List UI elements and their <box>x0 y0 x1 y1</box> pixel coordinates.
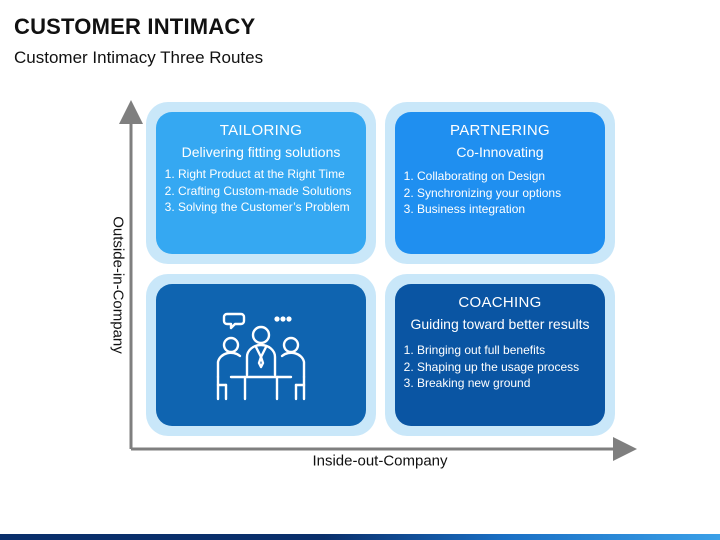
tailoring-card: TAILORING Delivering fitting solutions R… <box>156 112 366 254</box>
list-item: Solving the Customer’s Problem <box>178 199 366 216</box>
partnering-subtitle: Co-Innovating <box>456 144 544 160</box>
coaching-list: Bringing out full benefits Shaping up th… <box>395 342 605 392</box>
slide-title: CUSTOMER INTIMACY <box>14 14 256 39</box>
tailoring-title: TAILORING <box>219 122 303 139</box>
list-item: Breaking new ground <box>417 375 605 392</box>
meeting-card <box>156 284 366 426</box>
tailoring-list: Right Product at the Right Time Crafting… <box>156 166 366 216</box>
y-axis-label: Outside-in-Company <box>109 216 127 354</box>
coaching-card: COACHING Guiding toward better results B… <box>395 284 605 426</box>
coaching-subtitle: Guiding toward better results <box>410 316 590 332</box>
list-item: Right Product at the Right Time <box>178 166 366 183</box>
list-item: Synchronizing your options <box>417 185 605 202</box>
coaching-title: COACHING <box>458 294 542 311</box>
list-item: Shaping up the usage process <box>417 359 605 376</box>
team-meeting-icon <box>156 284 366 426</box>
list-item: Bringing out full benefits <box>417 342 605 359</box>
footer-bar <box>0 534 720 540</box>
list-item: Crafting Custom-made Solutions <box>178 183 366 200</box>
slide-subtitle: Customer Intimacy Three Routes <box>14 48 264 67</box>
partnering-list: Collaborating on Design Synchronizing yo… <box>395 168 605 218</box>
list-item: Business integration <box>417 201 605 218</box>
partnering-title: PARTNERING <box>450 122 550 139</box>
partnering-card: PARTNERING Co-Innovating Collaborating o… <box>395 112 605 254</box>
x-axis-label: Inside-out-Company <box>312 452 448 470</box>
list-item: Collaborating on Design <box>417 168 605 185</box>
tailoring-subtitle: Delivering fitting solutions <box>181 144 341 160</box>
